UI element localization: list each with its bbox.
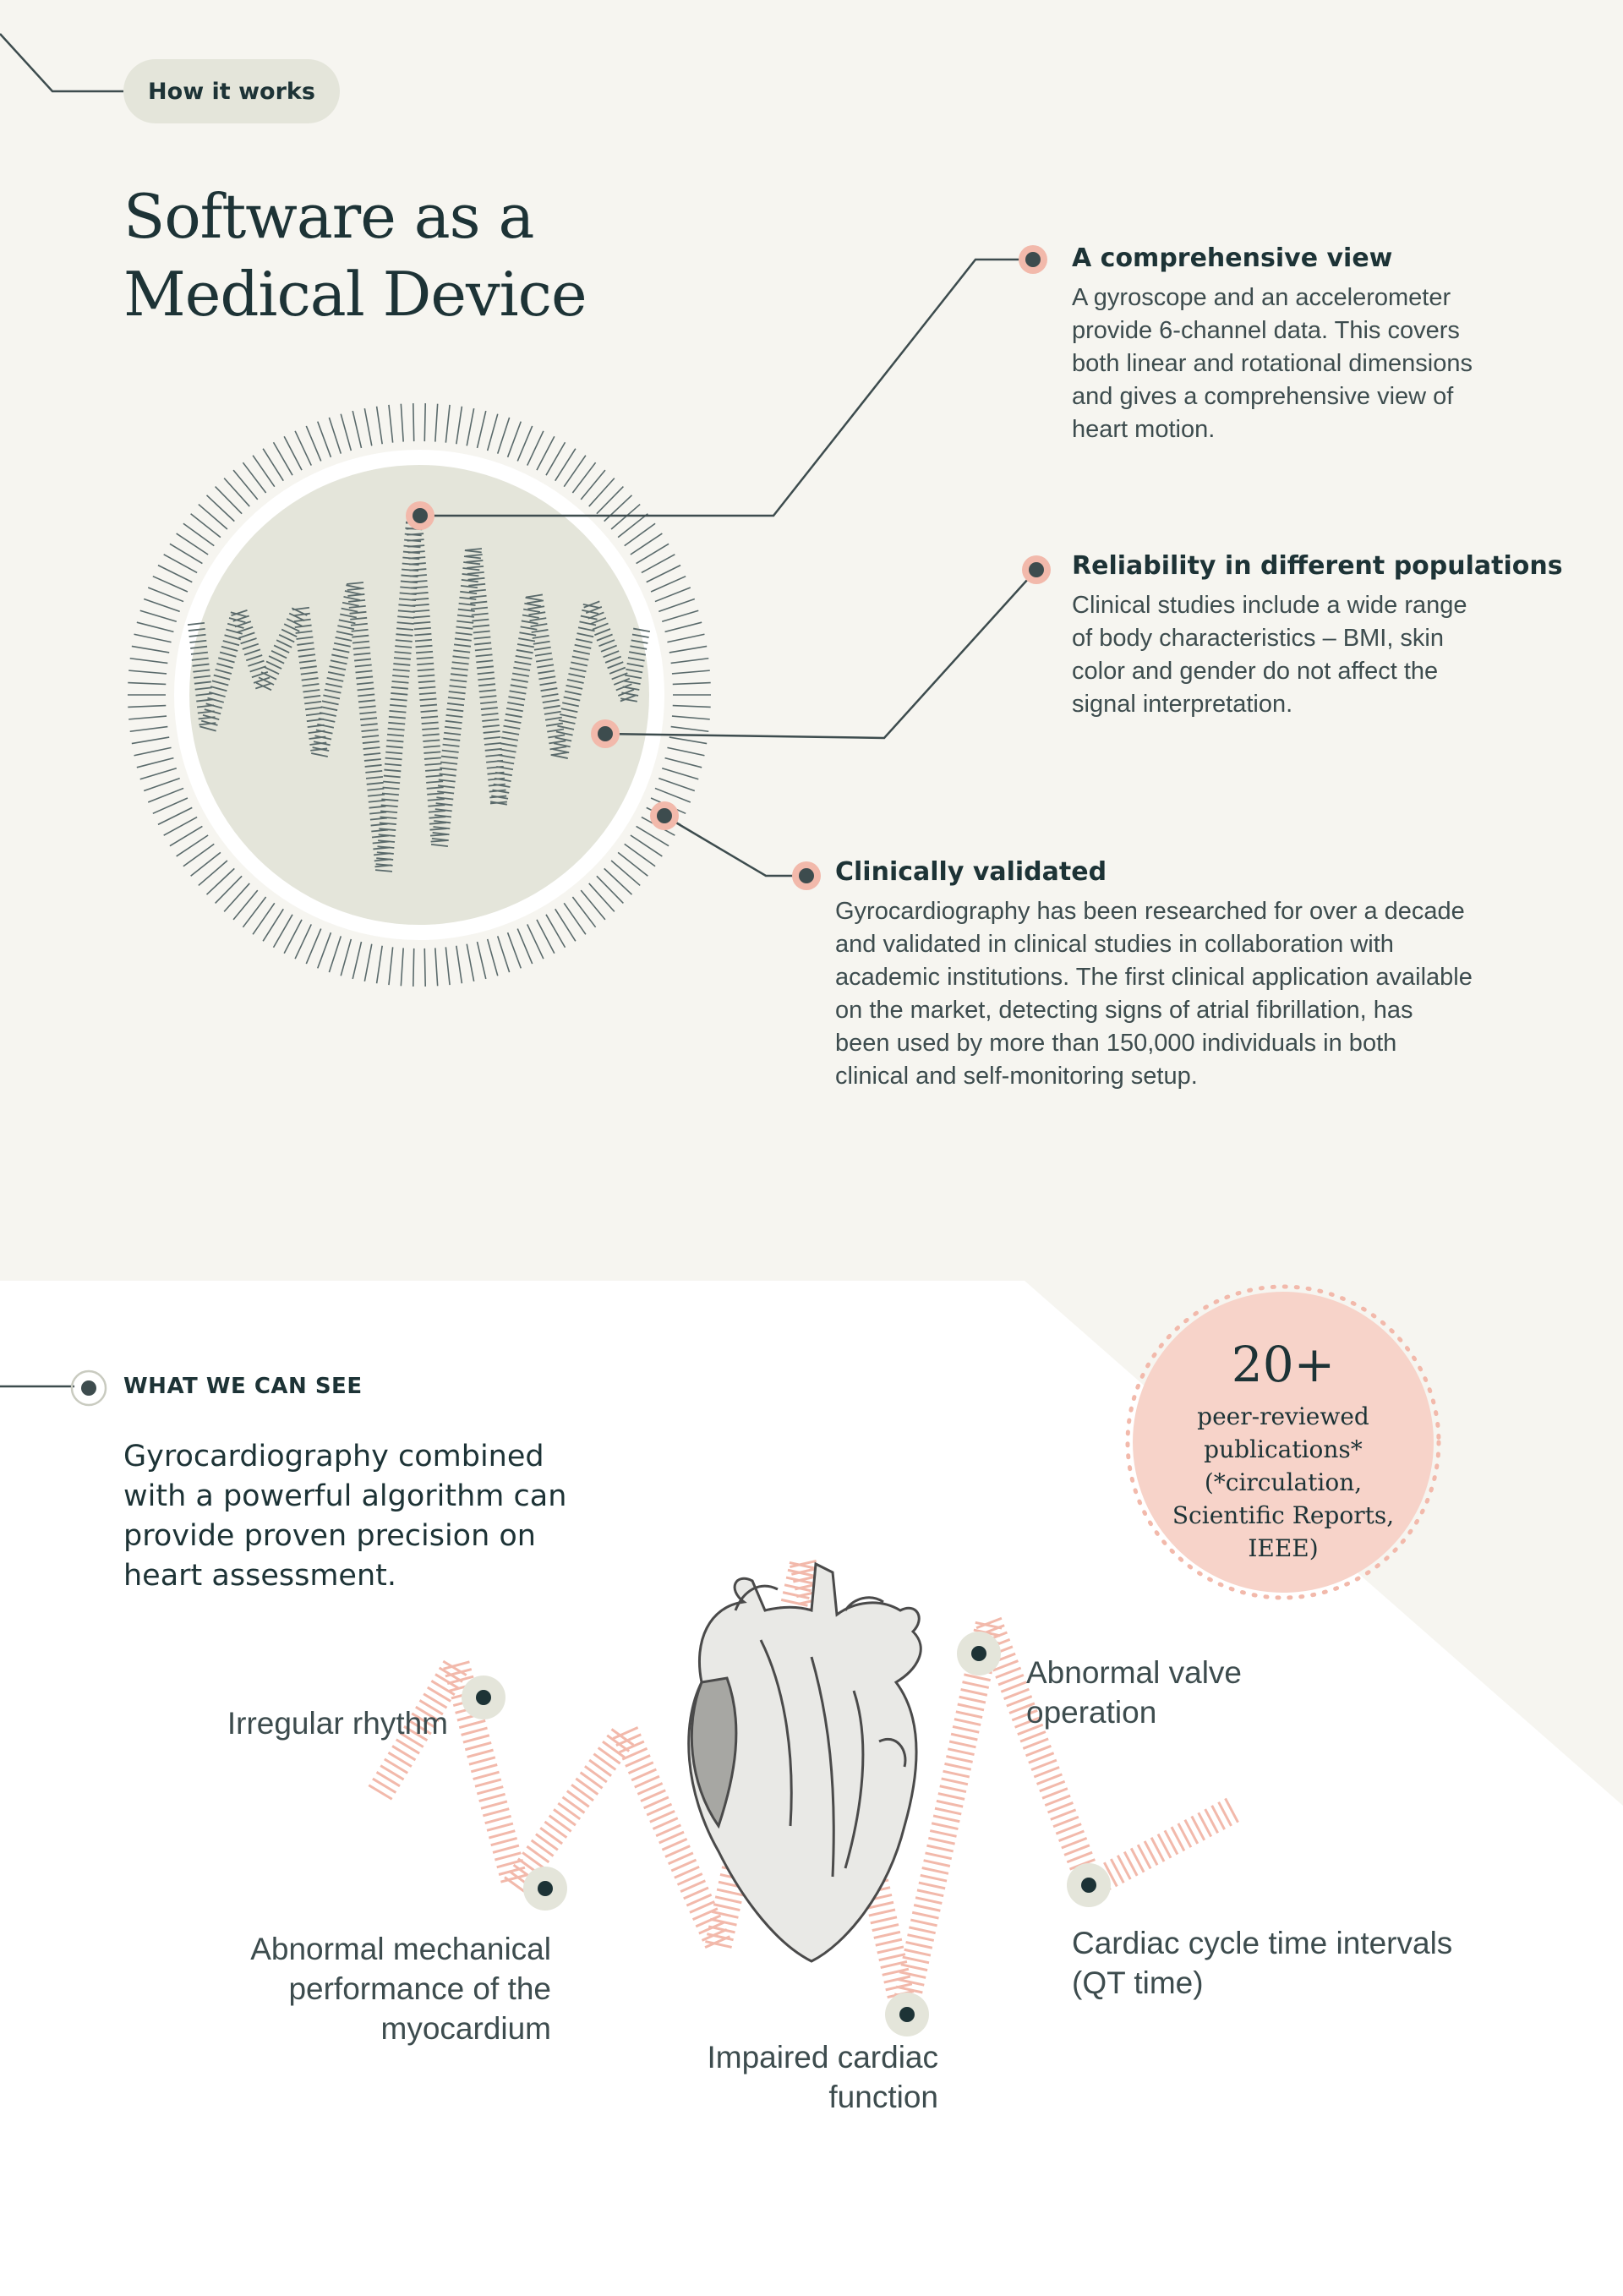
stat-line: (*circulation,	[1204, 1468, 1363, 1496]
stat-line: peer-reviewed	[1197, 1402, 1369, 1430]
section-pill-label: How it works	[148, 78, 315, 105]
marker-dot-clinical	[792, 861, 821, 890]
intro-line: with a powerful algorithm can	[123, 1479, 567, 1513]
feature-text-line: been used by more than 150,000 individua…	[835, 1030, 1397, 1057]
page-title-line1: Software as a	[123, 181, 534, 252]
connector-line-reliability	[604, 569, 1037, 740]
stat-bubble: 20+ peer-reviewed publications* (*circul…	[1133, 1292, 1434, 1593]
label-valve: Abnormal valve operation	[1026, 1653, 1364, 1732]
signal-waveform	[187, 521, 651, 872]
stat-line: IEEE)	[1248, 1534, 1319, 1562]
feature-text-line: both linear and rotational dimensions	[1072, 350, 1473, 377]
feature-reliability: Reliability in different populations Cli…	[1072, 551, 1613, 721]
feature-text-line: Clinical studies include a wide range	[1072, 592, 1467, 619]
stat-line: Scientific Reports,	[1172, 1501, 1395, 1529]
section-label: WHAT WE CAN SEE	[123, 1374, 363, 1399]
tick-ring	[128, 403, 711, 987]
marker-valve	[957, 1632, 1001, 1676]
stat-line: publications*	[1204, 1435, 1363, 1463]
page-title-line2: Medical Device	[123, 259, 587, 330]
label-impaired: Impaired cardiac function	[668, 2037, 938, 2117]
label-line: myocardium	[380, 2011, 552, 2046]
feature-text-line: and gives a comprehensive view of	[1072, 383, 1454, 410]
feature-text-line: signal interpretation.	[1072, 691, 1293, 718]
marker-mechanical	[523, 1867, 567, 1911]
feature-text-line: heart motion.	[1072, 416, 1216, 443]
label-mechanical: Abnormal mechanical performance of the m…	[203, 1929, 551, 2048]
heart-wave-illustration	[368, 1560, 1239, 2036]
feature-text-line: color and gender do not affect the	[1072, 658, 1439, 685]
feature-text-line: A gyroscope and an accelerometer	[1072, 284, 1451, 311]
heart-icon	[687, 1561, 922, 1963]
label-line: Irregular rhythm	[227, 1706, 448, 1741]
marker-irregular-rhythm	[462, 1676, 505, 1719]
label-line: function	[828, 2080, 938, 2114]
stat-number: 20+	[1231, 1336, 1336, 1393]
label-line: performance of the	[288, 1971, 551, 2006]
feature-text-line: provide 6-channel data. This covers	[1072, 317, 1460, 344]
feature-text-line: of body characteristics – BMI, skin	[1072, 625, 1444, 652]
marker-dot-reliability-disc	[591, 719, 620, 748]
label-line: Cardiac cycle time intervals	[1072, 1926, 1453, 1960]
connector-line-comprehensive	[420, 258, 1033, 517]
section-pill: How it works	[123, 59, 340, 123]
marker-dot-reliability	[1022, 555, 1051, 584]
feature-clinical: Clinically validated Gyrocardiography ha…	[835, 857, 1596, 1093]
feature-text: Gyrocardiography has been researched for…	[835, 895, 1596, 1093]
section-marker	[70, 1369, 107, 1407]
marker-dot-clinical-disc	[650, 801, 679, 830]
signal-disc-illustration	[128, 245, 1051, 987]
feature-text-line: clinical and self-monitoring setup.	[835, 1063, 1198, 1090]
stat-dotted-ring	[1125, 1284, 1441, 1600]
marker-intervals	[1067, 1863, 1111, 1907]
intro-line: heart assessment.	[123, 1559, 396, 1593]
label-line: Impaired cardiac	[707, 2040, 938, 2075]
feature-text: Clinical studies include a wide range of…	[1072, 589, 1613, 721]
intro-line: provide proven precision on	[123, 1519, 536, 1553]
marker-dot-comprehensive-disc	[406, 501, 434, 530]
label-irregular-rhythm: Irregular rhythm	[169, 1703, 448, 1743]
feature-title: A comprehensive view	[1072, 243, 1393, 273]
intro-line: Gyrocardiography combined	[123, 1440, 544, 1473]
section-intro: Gyrocardiography combined with a powerfu…	[123, 1437, 597, 1596]
feature-title: Clinically validated	[835, 857, 1107, 887]
page-title: Software as a Medical Device	[123, 178, 587, 333]
feature-title: Reliability in different populations	[1072, 551, 1563, 581]
label-line: operation	[1026, 1695, 1157, 1730]
feature-comprehensive: A comprehensive view A gyroscope and an …	[1072, 243, 1613, 446]
marker-impaired	[885, 1993, 929, 2036]
feature-text-line: Gyrocardiography has been researched for…	[835, 898, 1465, 925]
label-line: Abnormal valve	[1026, 1655, 1243, 1690]
feature-text-line: academic institutions. The first clinica…	[835, 964, 1473, 991]
connector-line-clinical	[664, 814, 806, 877]
stat-text: peer-reviewed publications* (*circulatio…	[1133, 1400, 1434, 1565]
label-intervals: Cardiac cycle time intervals (QT time)	[1072, 1923, 1545, 2003]
label-line: Abnormal mechanical	[250, 1932, 551, 1966]
feature-text-line: and validated in clinical studies in col…	[835, 931, 1394, 958]
marker-dot-comprehensive	[1019, 245, 1047, 274]
feature-text-line: on the market, detecting signs of atrial…	[835, 997, 1413, 1024]
label-line: (QT time)	[1072, 1965, 1204, 2000]
feature-text: A gyroscope and an accelerometer provide…	[1072, 282, 1613, 446]
